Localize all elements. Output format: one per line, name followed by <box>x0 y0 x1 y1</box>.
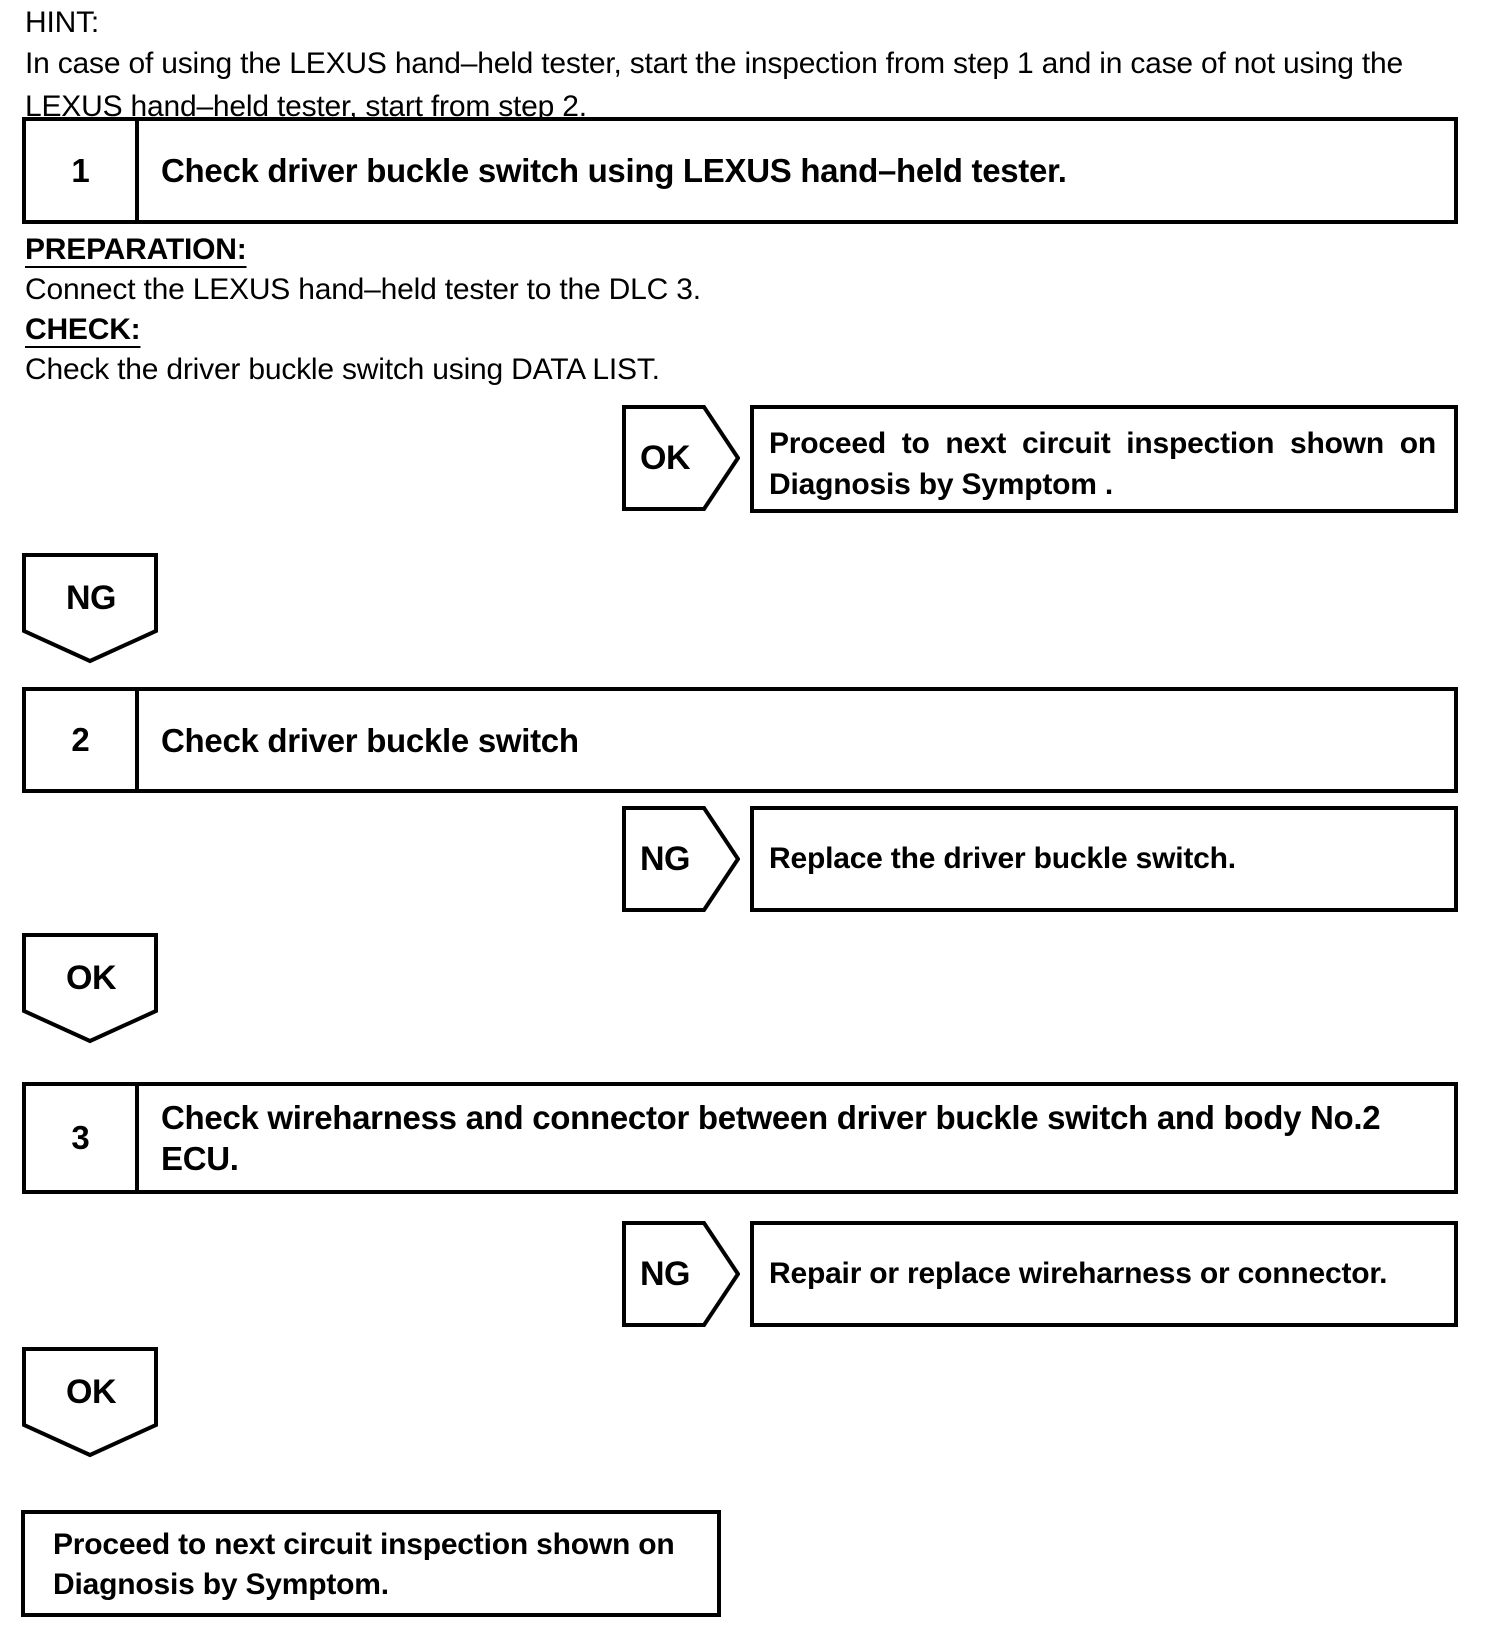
result-box-ng-3: Repair or replace wireharness or connect… <box>750 1221 1458 1327</box>
step-1-number: 1 <box>26 121 139 220</box>
step-box-2: 2 Check driver buckle switch <box>22 687 1458 793</box>
step-2-title: Check driver buckle switch <box>161 721 579 759</box>
step-box-1: 1 Check driver buckle switch using LEXUS… <box>22 117 1458 224</box>
check-label: CHECK: <box>25 313 141 346</box>
ng-flag-label: NG <box>640 1254 691 1293</box>
ng-chevron-down-icon <box>22 553 158 664</box>
ok-chevron-down-icon <box>22 1347 158 1458</box>
preparation-text: Connect the LEXUS hand–held tester to th… <box>25 273 701 306</box>
result-box-ok-1-line-2: Diagnosis by Symptom . <box>769 468 1113 501</box>
result-box-ok-1: Proceed to next circuit inspection shown… <box>750 405 1458 513</box>
ng-flag-label: NG <box>66 578 117 617</box>
step-1-title: Check driver buckle switch using LEXUS h… <box>161 152 1067 189</box>
ng-flag-label: NG <box>640 839 691 878</box>
hint-label: HINT: <box>25 6 100 39</box>
check-text: Check the driver buckle switch using DAT… <box>25 353 660 386</box>
ok-chevron-down-icon <box>22 933 158 1044</box>
ok-flag-label: OK <box>66 958 117 997</box>
final-result-line-2: Diagnosis by Symptom. <box>53 1568 389 1601</box>
ng-connector-flag-1: NG <box>22 553 160 665</box>
ng-arrow-right-icon <box>622 1221 740 1327</box>
ng-branch-flag-3: NG <box>622 1221 740 1327</box>
result-box-ng-2: Replace the driver buckle switch. <box>750 806 1458 912</box>
ng-arrow-right-icon <box>622 806 740 912</box>
ok-branch-flag-1: OK <box>622 405 740 511</box>
ok-flag-label: OK <box>66 1372 117 1411</box>
ok-arrow-right-icon <box>622 405 740 511</box>
hint-text: In case of using the LEXUS hand–held tes… <box>25 47 1404 123</box>
ok-flag-label: OK <box>640 438 691 477</box>
result-box-ng-2-text: Replace the driver buckle switch. <box>769 842 1236 875</box>
ok-connector-flag-3: OK <box>22 1347 160 1459</box>
preparation-label: PREPARATION: <box>25 233 247 266</box>
result-box-ng-3-text: Repair or replace wireharness or connect… <box>769 1257 1388 1290</box>
final-result-box: Proceed to next circuit inspection shown… <box>21 1510 721 1617</box>
step-3-number: 3 <box>26 1086 139 1190</box>
result-box-ok-1-line-1: Proceed to next circuit inspection shown… <box>769 427 1436 460</box>
ok-connector-flag-2: OK <box>22 933 160 1045</box>
step-3-title: Check wireharness and connector between … <box>161 1099 1381 1177</box>
step-2-number: 2 <box>26 691 139 789</box>
step-1-details: PREPARATION: Connect the LEXUS hand–held… <box>25 233 701 393</box>
final-result-line-1: Proceed to next circuit inspection shown… <box>53 1528 675 1561</box>
step-box-3: 3 Check wireharness and connector betwee… <box>22 1082 1458 1194</box>
ng-branch-flag-2: NG <box>622 806 740 912</box>
